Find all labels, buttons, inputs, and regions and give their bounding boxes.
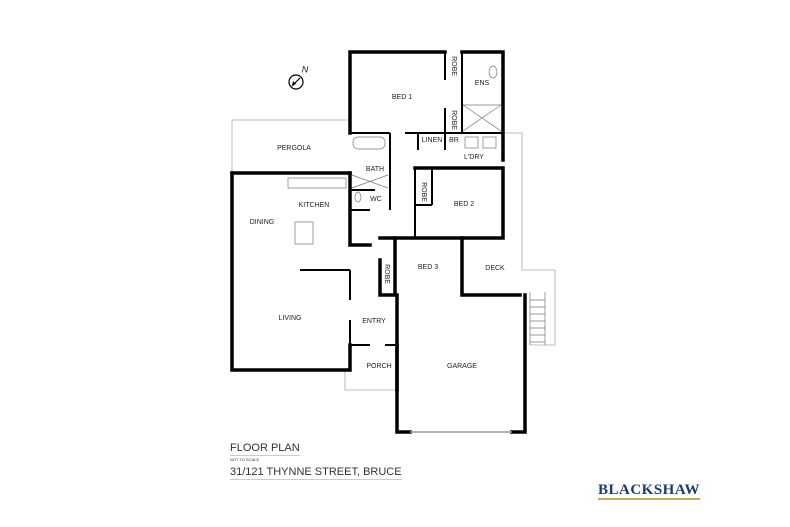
room-label-robe: ROBE [383,264,390,284]
room-label-dining: DINING [250,219,275,226]
north-compass-icon: N [288,64,309,90]
room-label-kitchen: KITCHEN [299,202,330,209]
room-label-linen: LINEN [422,137,443,144]
room-label-ldry: L'DRY [464,154,484,161]
room-label-robe: ROBE [420,182,427,202]
porch-outline [344,370,397,391]
room-label-deck: DECK [485,265,505,272]
room-label-garage: GARAGE [447,363,477,370]
room-label-bed1: BED 1 [392,94,412,101]
deck-outline [503,132,556,346]
compass-label: N [302,64,309,74]
room-label-ens: ENS [475,80,490,87]
room-label-entry: ENTRY [362,318,386,325]
pergola-outline [231,119,350,173]
interior-walls [300,52,512,433]
agency-logo: BLACKSHAW [598,482,701,500]
room-label-porch: PORCH [366,363,391,370]
stairs [529,292,546,345]
room-label-bed3: BED 3 [418,264,438,271]
room-label-bed2: BED 2 [454,201,474,208]
room-label-br: BR [449,137,459,144]
room-label-robe: ROBE [450,56,457,76]
room-label-pergola: PERGOLA [277,145,311,152]
plan-title: FLOOR PLAN [230,442,300,456]
property-address: 31/121 THYNNE STREET, BRUCE [230,466,402,480]
room-label-wc: WC [370,196,382,203]
room-label-living: LIVING [279,315,302,322]
room-label-bath: BATH [366,166,384,173]
fixtures [287,65,502,245]
exterior-walls [230,50,527,434]
scale-note: NOT TO SCALE [230,457,260,462]
room-label-robe: ROBE [450,110,457,130]
